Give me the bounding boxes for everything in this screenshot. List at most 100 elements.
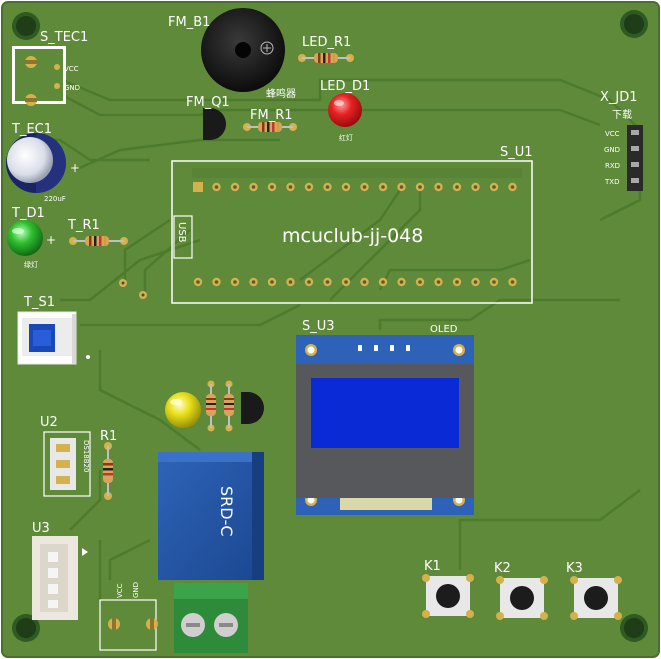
vias	[119, 279, 147, 299]
mcu-pin-hole	[251, 280, 256, 284]
s-tec1	[12, 46, 66, 106]
download-header	[627, 125, 643, 191]
mcu-pin-hole	[325, 185, 330, 189]
mcu-pin-hole	[473, 280, 478, 284]
t-ec1-label: T_EC1	[11, 122, 52, 137]
mcu-pin-hole	[455, 185, 459, 189]
u2-part: DS18B20	[82, 440, 90, 472]
led-d1-note: 红灯	[339, 133, 353, 142]
t-r1-resistor	[69, 236, 128, 246]
mcu-pin1-square-pad	[193, 182, 203, 192]
svg-text:+: +	[46, 233, 56, 247]
relay	[158, 452, 264, 580]
mcu-pin-hole	[436, 280, 441, 284]
t-r1-label: T_R1	[67, 218, 100, 233]
ds18b20-sensor	[43, 431, 91, 497]
mcu-pin-hole	[492, 280, 496, 284]
mcu-pin-hole	[436, 185, 441, 189]
fm-r1-label: FM_R1	[250, 108, 293, 123]
mcu-name: mcuclub-jj-048	[282, 225, 423, 247]
mcu-pin-hole	[307, 280, 311, 284]
fm-b1-label: FM_B1	[168, 15, 210, 30]
green-led: +	[7, 220, 56, 256]
led-r1-resistor	[298, 53, 354, 63]
s-tec1-vcc-label: VCC	[64, 65, 79, 73]
mcu-pin-hole	[344, 280, 348, 284]
mcu-pin-hole	[344, 185, 348, 189]
mcu-pin-hole	[288, 185, 293, 189]
mcu-pin-hole	[455, 280, 459, 284]
oled-display	[296, 335, 474, 515]
u3-label: U3	[32, 521, 50, 536]
mcu-pin-hole	[270, 280, 274, 284]
x-jd1-pin-vcc: VCC	[605, 130, 620, 138]
s-u1-label: S_U1	[500, 145, 533, 160]
u3-connector	[32, 536, 88, 620]
mcu-pin-hole	[362, 185, 367, 189]
mcu-module	[171, 160, 533, 304]
x-jd1-title: 下载	[612, 109, 632, 121]
mcu-pin-hole	[270, 185, 274, 189]
mcu-pin-hole	[233, 185, 237, 189]
t-d1-note: 绿灯	[24, 260, 38, 269]
t-d1-label: T_D1	[11, 206, 45, 221]
power-input-header	[99, 599, 158, 651]
power-terminal-block	[174, 583, 248, 653]
mcu-pin-hole	[418, 185, 422, 189]
t-s1-label: T_S1	[23, 295, 55, 310]
small-resistors	[206, 380, 234, 432]
mcu-pin-hole	[214, 185, 219, 189]
push-button-k3[interactable]	[570, 576, 622, 620]
mcu-pin-hole	[492, 185, 496, 189]
mcu-pin-hole	[418, 280, 422, 284]
t-ec1-value: 220uF	[44, 195, 66, 203]
mounting-holes	[12, 10, 648, 642]
buzzer	[201, 8, 285, 92]
relay-driver-transistor	[241, 392, 264, 424]
t-s1-switch	[17, 311, 90, 365]
s-tec1-gnd-label: GND	[64, 84, 80, 92]
x-jd1-label: X_JD1	[600, 90, 638, 105]
mcu-pin-hole	[473, 185, 478, 189]
push-button-k1[interactable]	[422, 574, 474, 618]
mcu-pin-hole	[399, 185, 404, 189]
fm-q1-label: FM_Q1	[186, 95, 230, 110]
led-r1-label: LED_R1	[302, 35, 351, 50]
power-gnd-label: GND	[132, 582, 140, 598]
buzzer-cn-label: 蜂鸣器	[266, 87, 296, 100]
power-vcc-label: VCC	[116, 583, 124, 598]
mcu-pin-hole	[362, 280, 367, 284]
x-jd1-pin-gnd: GND	[604, 146, 620, 154]
mcu-usb-label: USB	[176, 222, 187, 243]
mcu-pin-hole	[381, 185, 385, 189]
mcu-pins-top	[193, 182, 517, 192]
mcu-pin-hole	[233, 280, 237, 284]
mcu-pin-hole	[510, 185, 515, 189]
electrolytic-capacitor: +	[6, 133, 80, 193]
x-jd1-pin-rxd: RXD	[605, 162, 620, 170]
relay-label: SRD-C	[217, 486, 236, 537]
mcu-pin-hole	[307, 185, 311, 189]
mcu-pin-hole	[510, 280, 515, 284]
svg-text:+: +	[70, 161, 80, 175]
u2-label: U2	[40, 415, 58, 430]
push-button-k2[interactable]	[496, 576, 548, 620]
r1-resistor	[103, 442, 113, 500]
led-d1-label: LED_D1	[320, 79, 370, 94]
mcu-pin-hole	[251, 185, 256, 189]
k2-label: K2	[494, 561, 511, 576]
mcu-pin-hole	[381, 280, 385, 284]
x-jd1-pin-txd: TXD	[604, 178, 619, 186]
r1-label: R1	[100, 429, 117, 444]
mcu-pin-hole	[288, 280, 293, 284]
fm-q1-transistor	[203, 108, 226, 140]
k1-label: K1	[424, 559, 441, 574]
s-u3-label: S_U3	[302, 319, 335, 334]
mcu-pin-hole	[399, 280, 404, 284]
red-led	[328, 93, 362, 127]
oled-label: OLED	[430, 324, 458, 335]
s-tec1-label: S_TEC1	[40, 30, 88, 45]
mcu-pin-hole	[214, 280, 219, 284]
yellow-led	[165, 392, 201, 428]
